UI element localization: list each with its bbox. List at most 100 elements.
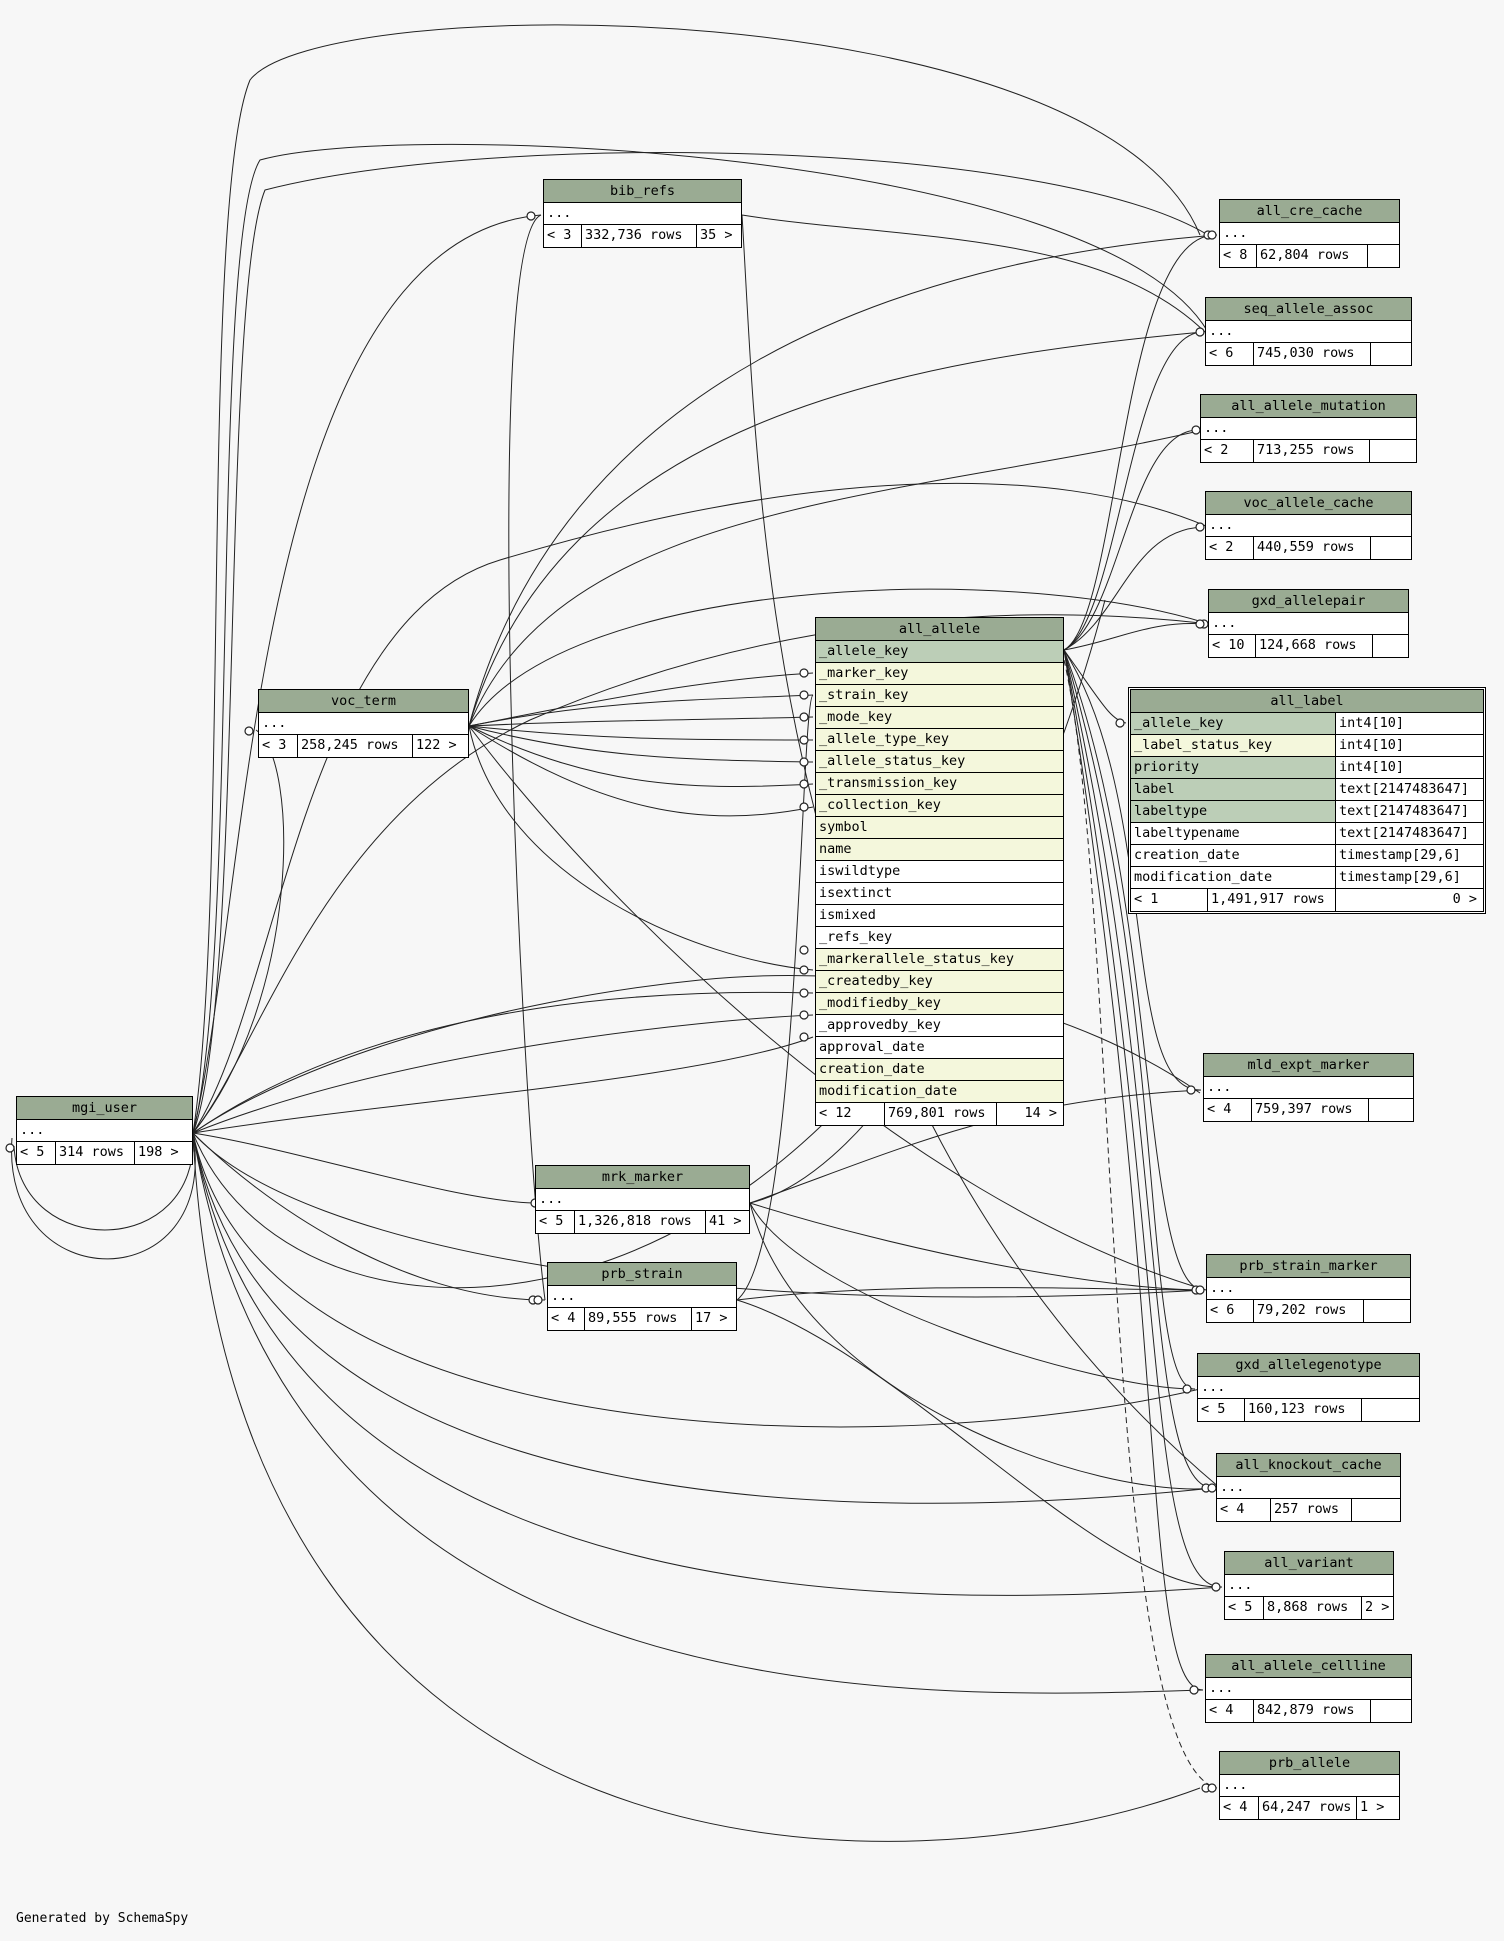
table-title[interactable]: seq_allele_assoc	[1206, 298, 1411, 321]
table-all-knockout-cache[interactable]: all_knockout_cache ... < 4 257 rows	[1216, 1453, 1401, 1522]
table-gxd-allelepair[interactable]: gxd_allelepair ... < 10 124,668 rows	[1208, 589, 1409, 658]
table-all-allele[interactable]: all_allele _allele_key_marker_key_strain…	[815, 617, 1064, 1126]
column-row[interactable]: name	[816, 839, 1063, 861]
column-row[interactable]: _modifiedby_key	[816, 993, 1063, 1015]
children-count[interactable]: 41 >	[705, 1211, 749, 1233]
column-row[interactable]: _createdby_key	[816, 971, 1063, 993]
table-voc-allele-cache[interactable]: voc_allele_cache ... < 2 440,559 rows	[1205, 491, 1412, 560]
parents-count[interactable]: < 6	[1210, 1302, 1235, 1318]
parents-count[interactable]: < 2	[1204, 442, 1229, 458]
table-title[interactable]: gxd_allelegenotype	[1198, 1354, 1419, 1377]
column-row[interactable]: creation_date	[816, 1059, 1063, 1081]
table-title[interactable]: mld_expt_marker	[1204, 1054, 1413, 1077]
column-row[interactable]: _allele_status_key	[816, 751, 1063, 773]
table-title[interactable]: all_allele_mutation	[1201, 395, 1416, 418]
children-count[interactable]	[1368, 1099, 1413, 1121]
children-count[interactable]: 2 >	[1361, 1597, 1393, 1619]
table-all-variant[interactable]: all_variant ... < 5 8,868 rows 2 >	[1224, 1551, 1394, 1620]
table-prb-strain[interactable]: prb_strain ... < 4 89,555 rows 17 >	[547, 1262, 737, 1331]
column-row[interactable]: _approvedby_key	[816, 1015, 1063, 1037]
table-all-cre-cache[interactable]: all_cre_cache ... < 8 62,804 rows	[1219, 199, 1400, 268]
children-count[interactable]	[1351, 1499, 1400, 1521]
table-title[interactable]: mrk_marker	[536, 1166, 749, 1189]
parents-count[interactable]: < 4	[1223, 1799, 1248, 1815]
column-row[interactable]: isextinct	[816, 883, 1063, 905]
column-row[interactable]: ismixed	[816, 905, 1063, 927]
table-mrk-marker[interactable]: mrk_marker ... < 5 1,326,818 rows 41 >	[535, 1165, 750, 1234]
parents-count[interactable]: < 10	[1212, 637, 1245, 653]
table-title[interactable]: all_variant	[1225, 1552, 1393, 1575]
children-count[interactable]	[1370, 1700, 1411, 1722]
table-prb-strain-marker[interactable]: prb_strain_marker ... < 6 79,202 rows	[1206, 1254, 1411, 1323]
children-count[interactable]	[1363, 1300, 1410, 1322]
column-row[interactable]: _transmission_key	[816, 773, 1063, 795]
parents-count[interactable]: < 6	[1209, 345, 1234, 361]
column-row[interactable]: _allele_key	[816, 641, 1063, 663]
parents-count[interactable]: < 5	[539, 1213, 564, 1229]
parents-count[interactable]: < 4	[1220, 1501, 1245, 1517]
parents-count[interactable]: < 2	[1209, 539, 1234, 555]
parents-count[interactable]: < 1	[1134, 891, 1159, 907]
children-count[interactable]	[1370, 343, 1411, 365]
table-title[interactable]: prb_strain_marker	[1207, 1255, 1410, 1278]
children-count[interactable]: 198 >	[134, 1142, 192, 1164]
parents-count[interactable]: < 12	[819, 1105, 852, 1121]
parents-count[interactable]: < 3	[547, 227, 572, 243]
parents-count[interactable]: < 5	[1201, 1401, 1226, 1417]
table-title[interactable]: all_cre_cache	[1220, 200, 1399, 223]
children-count[interactable]	[1370, 537, 1411, 559]
parents-count[interactable]: < 4	[1209, 1702, 1234, 1718]
table-title[interactable]: mgi_user	[17, 1097, 192, 1120]
table-title[interactable]: gxd_allelepair	[1209, 590, 1408, 613]
parents-count[interactable]: < 4	[551, 1310, 576, 1326]
children-count[interactable]: 122 >	[412, 735, 468, 757]
table-mld-expt-marker[interactable]: mld_expt_marker ... < 4 759,397 rows	[1203, 1053, 1414, 1122]
table-bib-refs[interactable]: bib_refs ... < 3 332,736 rows 35 >	[543, 179, 742, 248]
table-prb-allele[interactable]: prb_allele ... < 4 64,247 rows 1 >	[1219, 1751, 1400, 1820]
table-gxd-allelegenotype[interactable]: gxd_allelegenotype ... < 5 160,123 rows	[1197, 1353, 1420, 1422]
table-title[interactable]: all_knockout_cache	[1217, 1454, 1400, 1477]
children-count[interactable]	[1372, 635, 1408, 657]
children-count[interactable]: 17 >	[691, 1308, 736, 1330]
column-row[interactable]: _mode_key	[816, 707, 1063, 729]
parents-count[interactable]: < 5	[1228, 1599, 1253, 1615]
children-count[interactable]: 35 >	[696, 225, 741, 247]
column-row[interactable]: _marker_key	[816, 663, 1063, 685]
children-count[interactable]	[1367, 245, 1399, 267]
column-row[interactable]: _collection_key	[816, 795, 1063, 817]
children-count[interactable]: 0 >	[1335, 889, 1483, 911]
column-row[interactable]: _refs_key	[816, 927, 1063, 949]
table-voc-term[interactable]: voc_term ... < 3 258,245 rows 122 >	[258, 689, 469, 758]
parents-count[interactable]: < 3	[262, 737, 287, 753]
parents-count[interactable]: < 5	[20, 1144, 45, 1160]
column-row[interactable]: _strain_key	[816, 685, 1063, 707]
table-all-allele-mutation[interactable]: all_allele_mutation ... < 2 713,255 rows	[1200, 394, 1417, 463]
children-count[interactable]: 14 >	[996, 1103, 1063, 1125]
children-count[interactable]	[1369, 440, 1416, 462]
column-row[interactable]: symbol	[816, 817, 1063, 839]
children-count[interactable]: 1 >	[1356, 1797, 1399, 1819]
table-mgi-user[interactable]: mgi_user ... < 5 314 rows 198 >	[16, 1096, 193, 1165]
table-all-allele-cellline[interactable]: all_allele_cellline ... < 4 842,879 rows	[1205, 1654, 1412, 1723]
children-count[interactable]	[1361, 1399, 1419, 1421]
table-title[interactable]: bib_refs	[544, 180, 741, 203]
table-seq-allele-assoc[interactable]: seq_allele_assoc ... < 6 745,030 rows	[1205, 297, 1412, 366]
table-title[interactable]: prb_allele	[1220, 1752, 1399, 1775]
parents-count[interactable]: < 4	[1207, 1101, 1232, 1117]
table-title[interactable]: prb_strain	[548, 1263, 736, 1286]
column-row[interactable]: iswildtype	[816, 861, 1063, 883]
column-row[interactable]: _markerallele_status_key	[816, 949, 1063, 971]
table-title[interactable]: all_label	[1131, 690, 1483, 713]
table-title[interactable]: all_allele_cellline	[1206, 1655, 1411, 1678]
column-row[interactable]: _allele_type_key	[816, 729, 1063, 751]
table-title[interactable]: voc_allele_cache	[1206, 492, 1411, 515]
